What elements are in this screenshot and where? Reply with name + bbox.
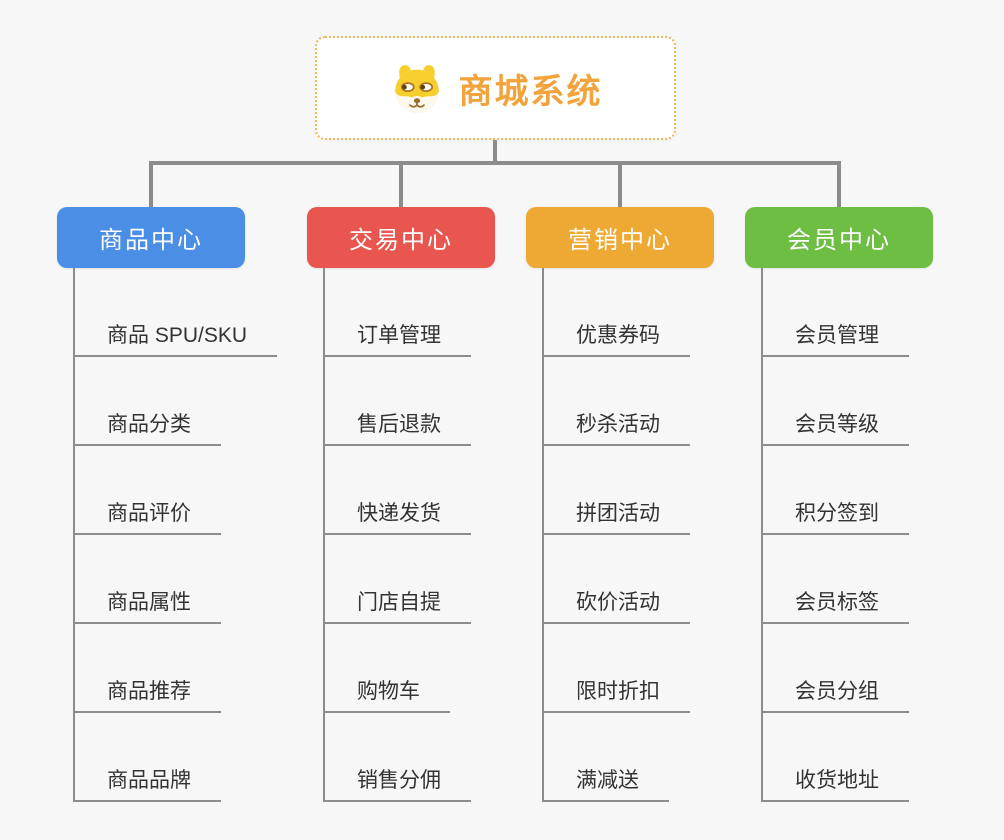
topic-item[interactable]: 满减送 [542, 754, 669, 802]
topic-item[interactable]: 商品属性 [73, 576, 221, 624]
topic-item[interactable]: 订单管理 [323, 309, 471, 357]
topic-item[interactable]: 商品评价 [73, 487, 221, 535]
topic-item[interactable]: 砍价活动 [542, 576, 690, 624]
topic-item[interactable]: 限时折扣 [542, 665, 690, 713]
topic-item[interactable]: 积分签到 [761, 487, 909, 535]
topic-item[interactable]: 会员分组 [761, 665, 909, 713]
topic-item[interactable]: 快递发货 [323, 487, 471, 535]
branch-node-marketing[interactable]: 营销中心 [526, 207, 714, 268]
tree-column-trade: 订单管理 售后退款 快递发货 门店自提 购物车 销售分佣 [323, 268, 553, 802]
tree-line [323, 268, 325, 802]
branch-label: 营销中心 [568, 227, 672, 254]
connector-stem [493, 140, 497, 165]
topic-item[interactable]: 购物车 [323, 665, 450, 713]
topic-item[interactable]: 会员管理 [761, 309, 909, 357]
connector-drop [399, 163, 403, 209]
topic-item[interactable]: 售后退款 [323, 398, 471, 446]
topic-item[interactable]: 会员等级 [761, 398, 909, 446]
topic-item[interactable]: 会员标签 [761, 576, 909, 624]
branch-label: 会员中心 [787, 227, 891, 254]
topic-item[interactable]: 拼团活动 [542, 487, 690, 535]
topic-item[interactable]: 门店自提 [323, 576, 471, 624]
connector-bar [149, 161, 841, 165]
tree-column-product: 商品 SPU/SKU 商品分类 商品评价 商品属性 商品推荐 商品品牌 [73, 268, 303, 802]
branch-node-member[interactable]: 会员中心 [745, 207, 933, 268]
root-title: 商城系统 [458, 72, 603, 111]
tree-line [761, 268, 763, 802]
topic-item[interactable]: 商品分类 [73, 398, 221, 446]
topic-item[interactable]: 优惠券码 [542, 309, 690, 357]
tree-column-marketing: 优惠券码 秒杀活动 拼团活动 砍价活动 限时折扣 满减送 [542, 268, 772, 802]
connector-drop [837, 163, 841, 209]
topic-item[interactable]: 销售分佣 [323, 754, 471, 802]
connector-drop [618, 163, 622, 209]
topic-item[interactable]: 商品推荐 [73, 665, 221, 713]
connector-drop [149, 163, 153, 209]
topic-item[interactable]: 商品 SPU/SKU [73, 309, 278, 357]
root-node[interactable]: 商城系统 [315, 36, 676, 140]
tree-column-member: 会员管理 会员等级 积分签到 会员标签 会员分组 收货地址 [761, 268, 991, 802]
doge-icon [394, 65, 439, 114]
tree-line [73, 268, 75, 802]
branch-label: 交易中心 [349, 227, 453, 254]
topic-item[interactable]: 秒杀活动 [542, 398, 690, 446]
topic-item[interactable]: 商品品牌 [73, 754, 221, 802]
branch-node-product[interactable]: 商品中心 [57, 207, 245, 268]
tree-line [542, 268, 544, 802]
branch-label: 商品中心 [99, 227, 203, 254]
topic-item[interactable]: 收货地址 [761, 754, 909, 802]
branch-node-trade[interactable]: 交易中心 [307, 207, 495, 268]
